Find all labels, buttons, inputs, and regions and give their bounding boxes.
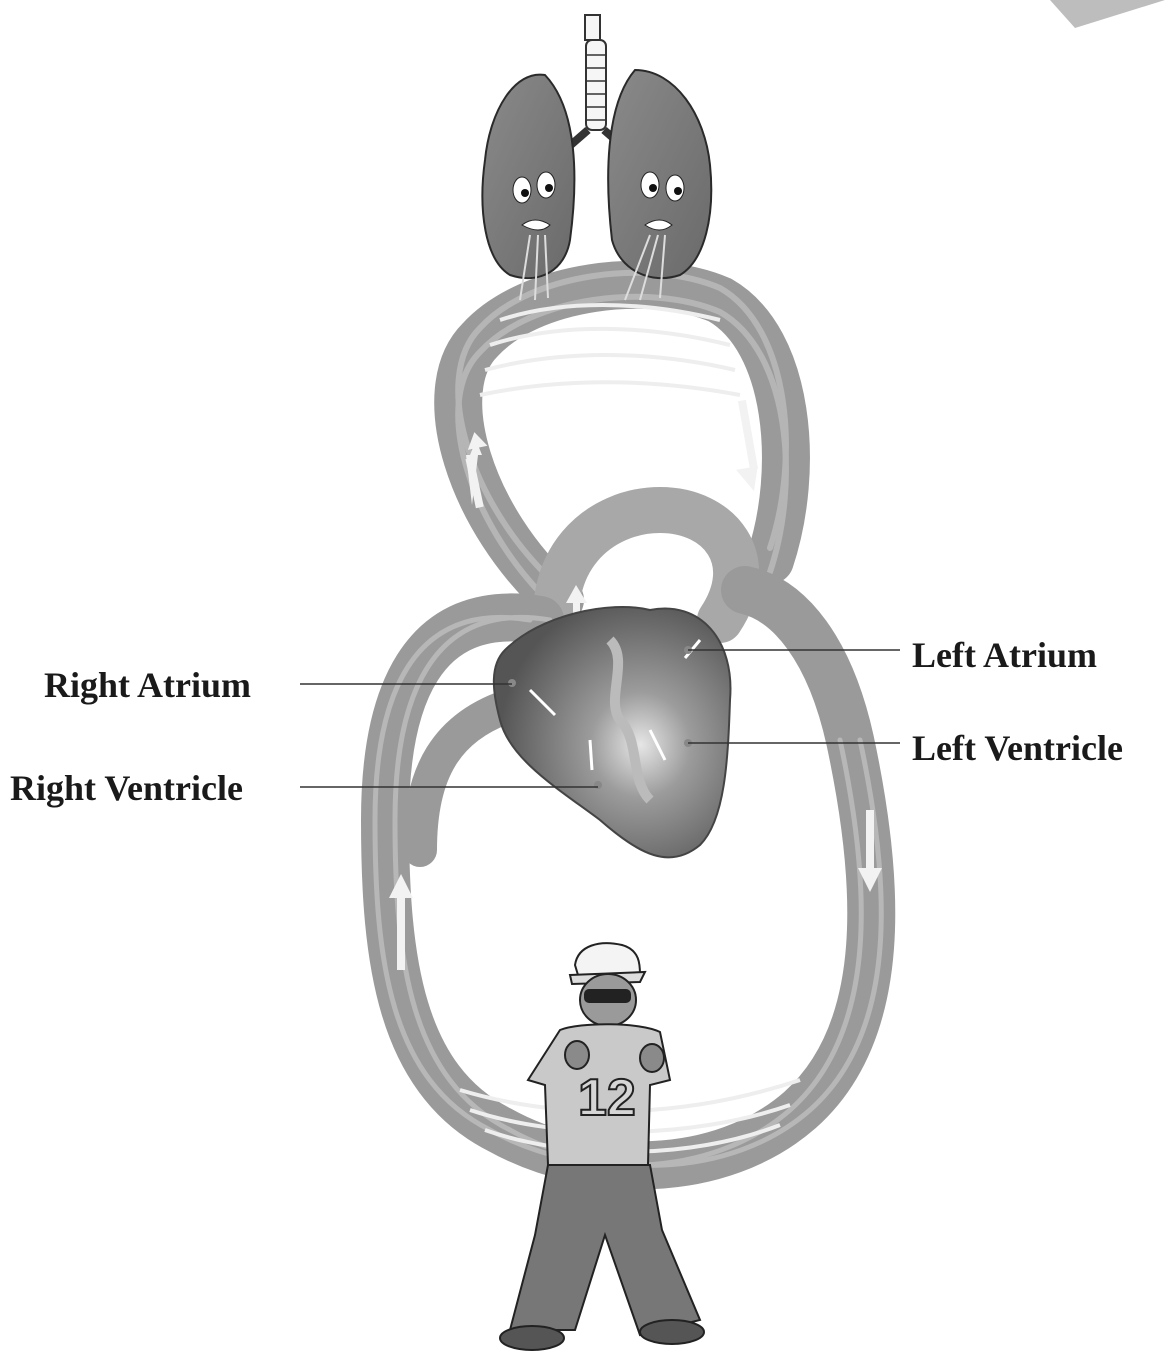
corner-mark xyxy=(1050,0,1165,28)
label-right-ventricle: Right Ventricle xyxy=(10,770,243,806)
label-left-atrium: Left Atrium xyxy=(912,637,1097,673)
label-left-ventricle: Left Ventricle xyxy=(912,730,1123,766)
left-lung-character xyxy=(482,75,574,300)
boy-cap xyxy=(575,943,640,975)
label-right-atrium: Right Atrium xyxy=(44,667,251,703)
boy-pants xyxy=(510,1165,700,1335)
heart xyxy=(494,607,731,857)
shirt-number: 12 xyxy=(578,1069,636,1127)
